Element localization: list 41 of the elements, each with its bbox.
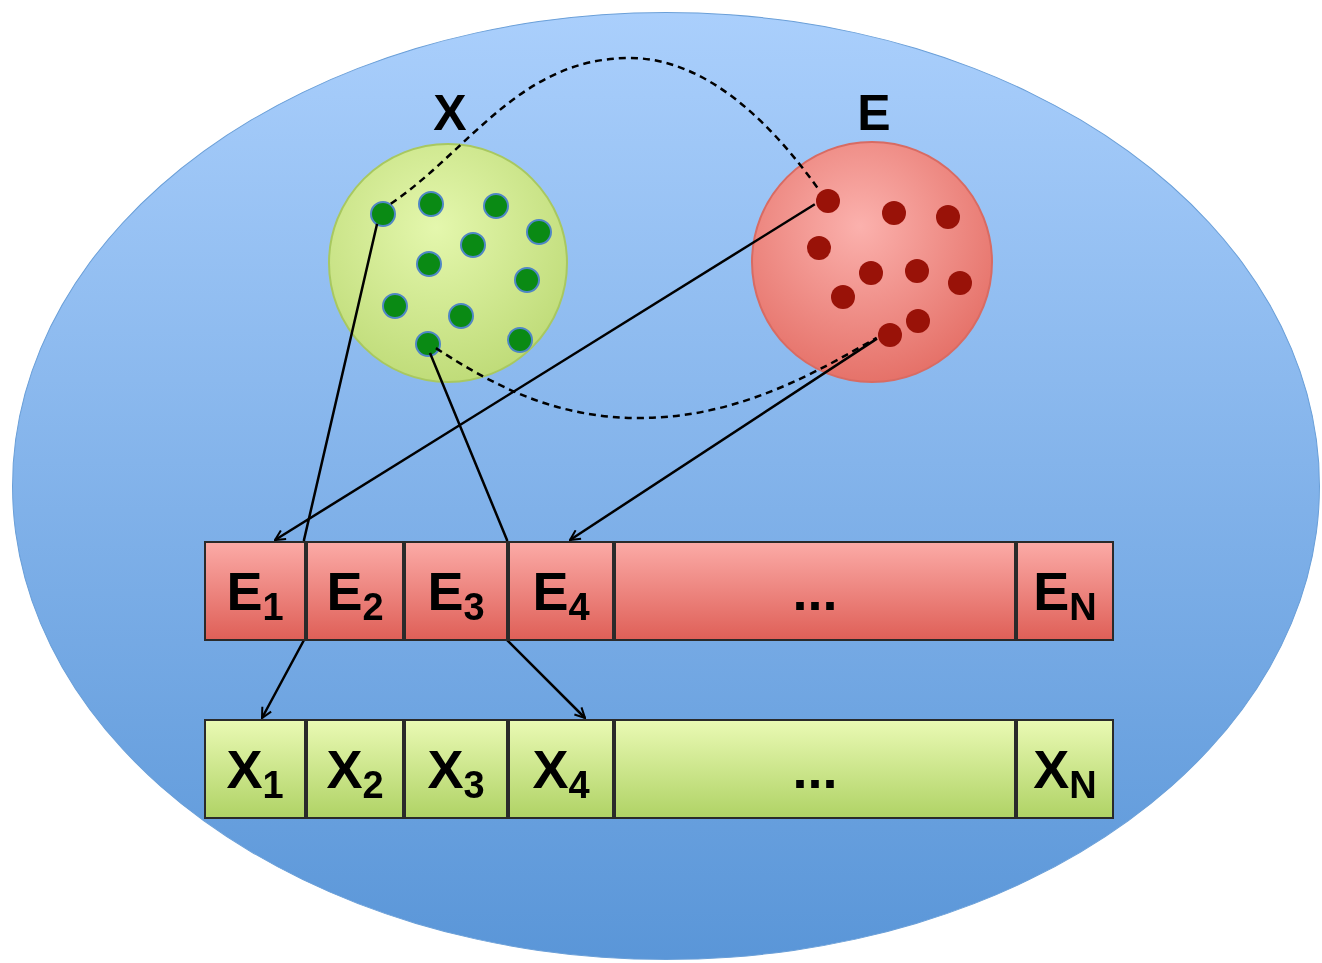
arrow [274,203,816,542]
arrow [428,352,586,719]
array-cell: X$_{N}$ [1016,719,1114,819]
array-cell: X$_{2}$ [306,719,404,819]
element-dot [418,191,444,217]
element-dot [382,293,408,319]
array-cell: E$_{3}$ [404,541,508,641]
element-dot [831,285,855,309]
element-dot [906,309,930,333]
element-dot [415,331,441,357]
element-dot [882,201,906,225]
element-dot [905,259,929,283]
element-dot [816,189,840,213]
element-dot [859,261,883,285]
array-cell: ... [614,719,1016,819]
array-cell: E$_{1}$ [204,541,306,641]
element-dot [416,251,442,277]
arrow [260,223,379,719]
array-cell: X$_{3}$ [404,719,508,819]
set-label: X [432,88,468,138]
element-dot [878,323,902,347]
array-cell: ... [614,541,1016,641]
dashed-curve [390,56,819,205]
set-label: E [856,88,892,138]
array-cell: E$_{2}$ [306,541,404,641]
element-dot [507,327,533,353]
element-dot [448,303,474,329]
array-cell: X$_{1}$ [204,719,306,819]
element-dot [526,219,552,245]
array-cell: E$_{N}$ [1016,541,1114,641]
element-dot [370,201,396,227]
element-dot [948,271,972,295]
element-dot [936,205,960,229]
element-dot [514,267,540,293]
dashed-curve [435,336,878,420]
array-cell: E$_{4}$ [508,541,614,641]
element-dot [483,193,509,219]
arrow [569,337,878,542]
element-dot [460,232,486,258]
element-dot [807,236,831,260]
array-cell: X$_{4}$ [508,719,614,819]
